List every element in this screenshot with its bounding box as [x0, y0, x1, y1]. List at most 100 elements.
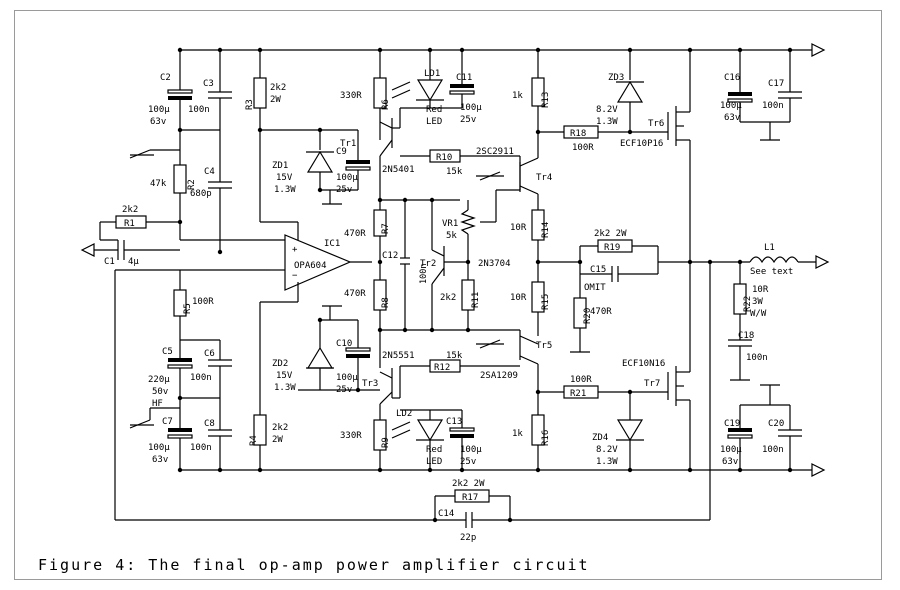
- label-R7-value: 470R: [344, 229, 366, 239]
- label-R19-value: 2k2 2W: [594, 229, 627, 239]
- label-C9-rating: 25v: [336, 185, 352, 195]
- label-R2-value: 47k: [150, 179, 167, 189]
- label-C7-rating: 63v: [152, 455, 168, 465]
- label-C15-value: OMIT: [584, 283, 606, 293]
- label-C6-value: 100n: [190, 373, 212, 383]
- output-terminal: [815, 255, 830, 269]
- label-R11-value: 2k2: [440, 293, 456, 303]
- label-R8-value: 470R: [344, 289, 366, 299]
- label-C16-value: 100µ: [720, 101, 742, 111]
- label-C10: C10: [336, 339, 352, 349]
- label-R10: R10: [436, 153, 452, 163]
- label-C9-value: 100µ: [336, 173, 358, 183]
- label-R16: R16: [541, 430, 551, 446]
- label-R1-value: 2k2: [122, 205, 138, 215]
- led-LD1: [416, 79, 444, 102]
- label-C11: C11: [456, 73, 472, 83]
- label-R16-value: 1k: [512, 429, 523, 439]
- label-R22-type: W/W: [750, 309, 767, 319]
- label-IC1-part: OPA604: [294, 261, 327, 271]
- label-ZD2-rating: 1.3W: [274, 383, 296, 393]
- label-R13: R13: [541, 92, 551, 108]
- label-R7: R7: [381, 223, 391, 234]
- label-R17-value: 2k2 2W: [452, 479, 485, 489]
- label-C16: C16: [724, 73, 740, 83]
- label-R9-value: 330R: [340, 431, 362, 441]
- label-LD2-type: LED: [426, 457, 442, 467]
- inductor-L1: [749, 256, 799, 264]
- label-Tr4: Tr4: [536, 173, 552, 183]
- label-ZD4: ZD4: [592, 433, 608, 443]
- label-C16-rating: 63v: [724, 113, 740, 123]
- label-C5-value: 220µ: [148, 375, 170, 385]
- label-C10-rating: 25v: [336, 385, 352, 395]
- component-labels: C2 100µ 63v C3 100n R3 2k2 2W 330R R6 LD…: [104, 69, 793, 543]
- negative-rail-terminal: [811, 463, 826, 477]
- label-VR1-value: 5k: [446, 231, 457, 241]
- label-ZD1: ZD1: [272, 161, 288, 171]
- label-Tr3: Tr3: [362, 379, 378, 389]
- label-R9: R9: [381, 437, 391, 448]
- opamp-IC1: [284, 234, 352, 291]
- label-C12: C12: [382, 251, 398, 261]
- label-LD1-color: Red: [426, 105, 442, 115]
- label-R1: R1: [124, 219, 135, 229]
- label-C5-type: HF: [152, 399, 163, 409]
- label-R4-rating: 2W: [272, 435, 283, 445]
- label-R10-value: 15k: [446, 167, 463, 177]
- label-IC1: IC1: [324, 239, 340, 249]
- label-Tr2: Tr2: [420, 259, 436, 269]
- label-R15: R15: [541, 294, 551, 310]
- label-LD1-type: LED: [426, 117, 442, 127]
- label-2SA1209: 2SA1209: [480, 371, 518, 381]
- label-C5: C5: [162, 347, 173, 357]
- label-VR1: VR1: [442, 219, 458, 229]
- label-R19: R19: [604, 243, 620, 253]
- label-C7: C7: [162, 417, 173, 427]
- label-LD1: LD1: [424, 69, 440, 79]
- label-R20-value: 470R: [590, 307, 612, 317]
- label-ZD1-value: 15V: [276, 173, 293, 183]
- resistor-R3: [253, 77, 267, 109]
- label-C4-value: 680p: [190, 189, 212, 199]
- label-C18-value: 100n: [746, 353, 768, 363]
- label-R12-value: 15k: [446, 351, 463, 361]
- label-C8: C8: [204, 419, 215, 429]
- label-C1: C1: [104, 257, 115, 267]
- label-R3-value: 2k2: [270, 83, 286, 93]
- label-R3: R3: [245, 99, 255, 110]
- label-C13: C13: [446, 417, 462, 427]
- label-C15: C15: [590, 265, 606, 275]
- label-R17: R17: [462, 493, 478, 503]
- label-C9: C9: [336, 147, 347, 157]
- label-C13-value: 100µ: [460, 445, 482, 455]
- label-R12: R12: [434, 363, 450, 373]
- label-C3-value: 100n: [188, 105, 210, 115]
- label-R11: R11: [471, 292, 481, 308]
- label-Tr7: Tr7: [644, 379, 660, 389]
- label-C10-value: 100µ: [336, 373, 358, 383]
- zener-ZD3: [616, 80, 644, 103]
- label-C19-rating: 63v: [722, 457, 738, 467]
- label-C6: C6: [204, 349, 215, 359]
- label-R22-rating: 3W: [752, 297, 763, 307]
- label-ZD1-rating: 1.3W: [274, 185, 296, 195]
- label-C1-value: 4µ: [128, 257, 139, 267]
- zener-ZD1: [306, 150, 334, 173]
- label-R14: R14: [541, 222, 551, 238]
- led-LD2: [416, 419, 444, 442]
- label-L1: L1: [764, 243, 775, 253]
- label-R20: R20: [583, 308, 593, 324]
- label-Tr5: Tr5: [536, 341, 552, 351]
- label-C2-value: 100µ: [148, 105, 170, 115]
- label-ECF10N16: ECF10N16: [622, 359, 665, 369]
- label-R18: R18: [570, 129, 586, 139]
- input-terminal: [80, 243, 95, 257]
- label-R4: R4: [249, 435, 259, 446]
- label-C2: C2: [160, 73, 171, 83]
- label-R5-value: 100R: [192, 297, 214, 307]
- zener-ZD2: [306, 346, 334, 369]
- label-ZD4-rating: 1.3W: [596, 457, 618, 467]
- label-ECF10P16: ECF10P16: [620, 139, 663, 149]
